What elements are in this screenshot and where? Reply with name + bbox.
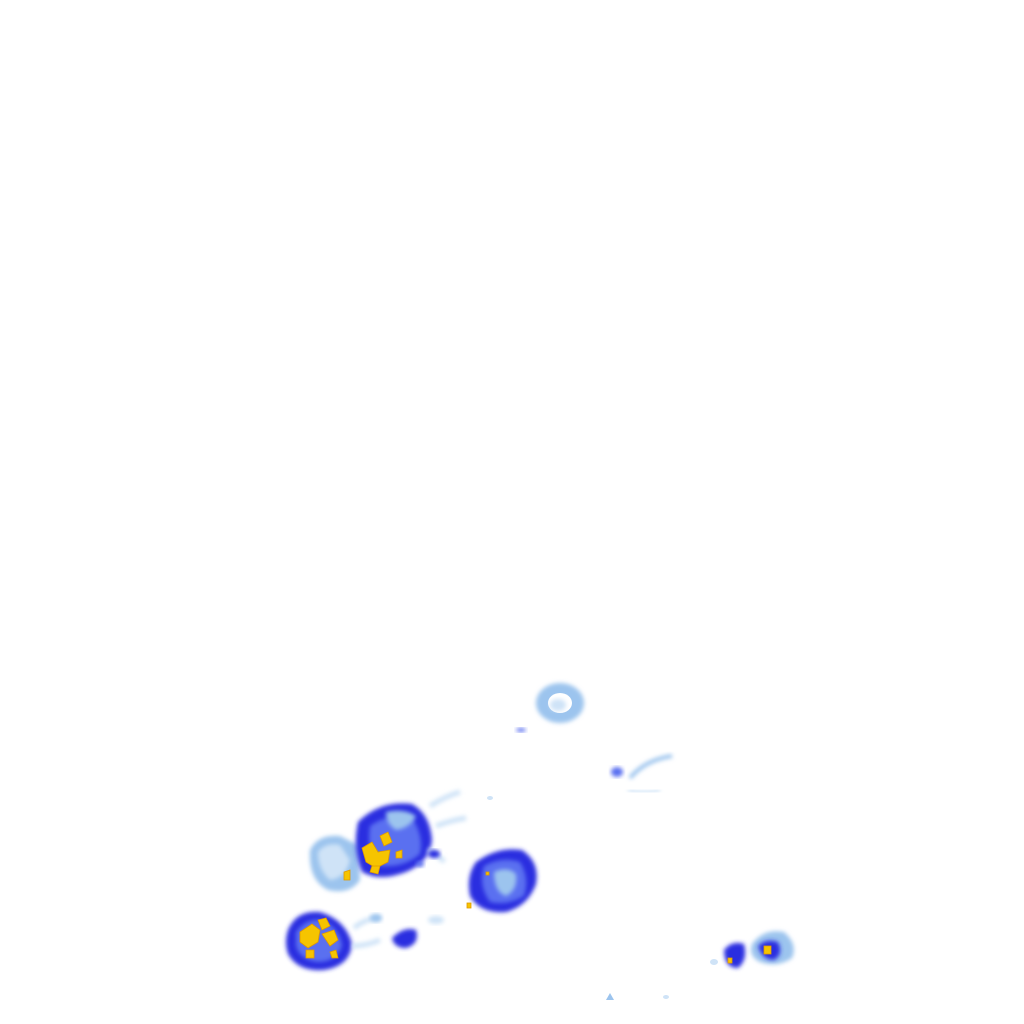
speck-bottom-right [663,995,669,999]
streak-right [611,754,673,794]
speck-bottom-triangle [606,993,614,1000]
cell-middle [466,849,537,913]
blob-top-faint [536,683,584,723]
speck-1 [516,728,526,732]
cell-upper-left [309,789,493,892]
cell-lower-left [286,911,444,971]
cell-pair-right [710,931,794,968]
